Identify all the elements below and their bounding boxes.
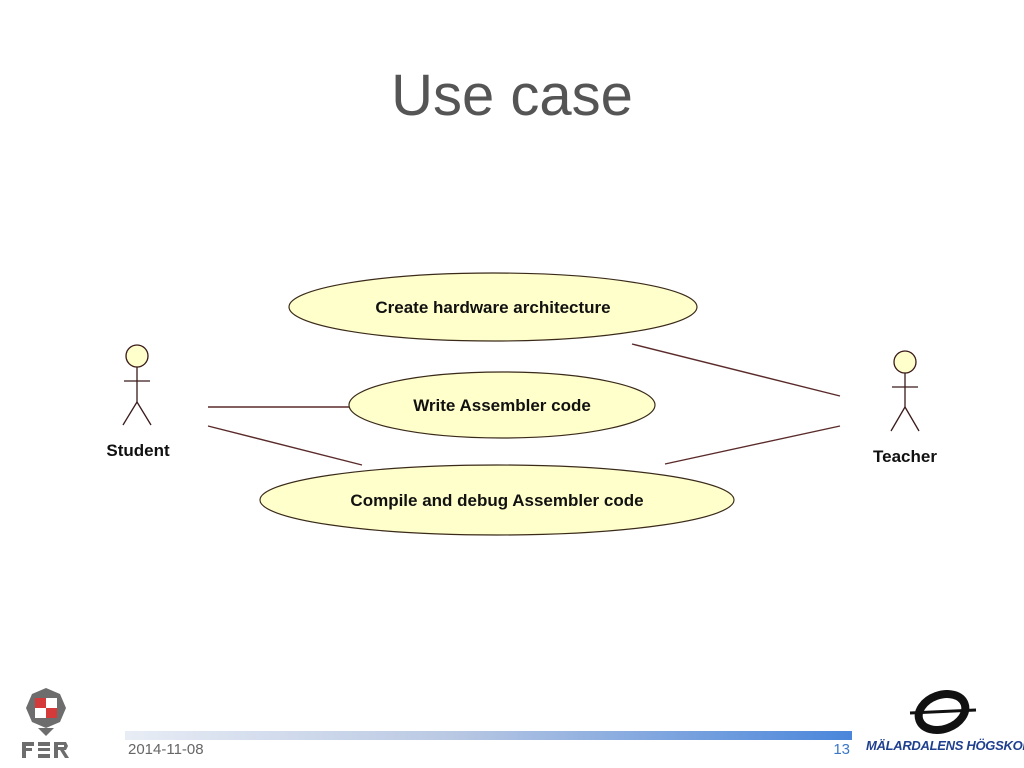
actor-right-leg — [904, 406, 920, 432]
use-case-ellipse — [259, 464, 735, 536]
actor-teacher-label: Teacher — [873, 447, 937, 466]
fer-logo-mark — [22, 688, 69, 758]
actor-student — [122, 344, 152, 426]
use-case-ellipse — [288, 272, 698, 342]
actor-student-label: Student — [106, 441, 170, 460]
page-number: 13 — [833, 741, 850, 758]
use-case-create-hardware-architecture: Create hardware architecture — [288, 272, 698, 342]
actor-left-leg — [890, 406, 906, 432]
association-student-compile-debug — [207, 425, 363, 466]
use-case-ellipse — [348, 371, 656, 439]
mdh-logo-mark — [909, 690, 977, 734]
slide-title: Use case — [391, 63, 633, 128]
use-case-compile-debug-assembler-code: Compile and debug Assembler code — [259, 464, 735, 536]
mdh-logo-text: MÄLARDALENS HÖGSKOLA — [866, 738, 1024, 753]
use-case-label: Create hardware architecture — [375, 298, 610, 317]
footer-date: 2014-11-08 — [128, 741, 204, 758]
use-case-label: Write Assembler code — [413, 396, 591, 415]
footer-bar — [125, 731, 852, 740]
use-case-label: Compile and debug Assembler code — [350, 491, 643, 510]
association-teacher-compile-debug — [664, 425, 841, 465]
use-case-write-assembler-code: Write Assembler code — [348, 371, 656, 439]
actor-head — [893, 350, 917, 374]
actor-right-leg — [136, 401, 152, 426]
mdh-logo: MÄLARDALENS HÖGSKOLA — [866, 690, 1024, 760]
actor-left-leg — [122, 401, 138, 426]
association-teacher-create-hardware — [631, 343, 841, 397]
fer-logo — [16, 684, 76, 760]
actor-head — [125, 344, 149, 368]
actor-teacher — [890, 350, 920, 432]
